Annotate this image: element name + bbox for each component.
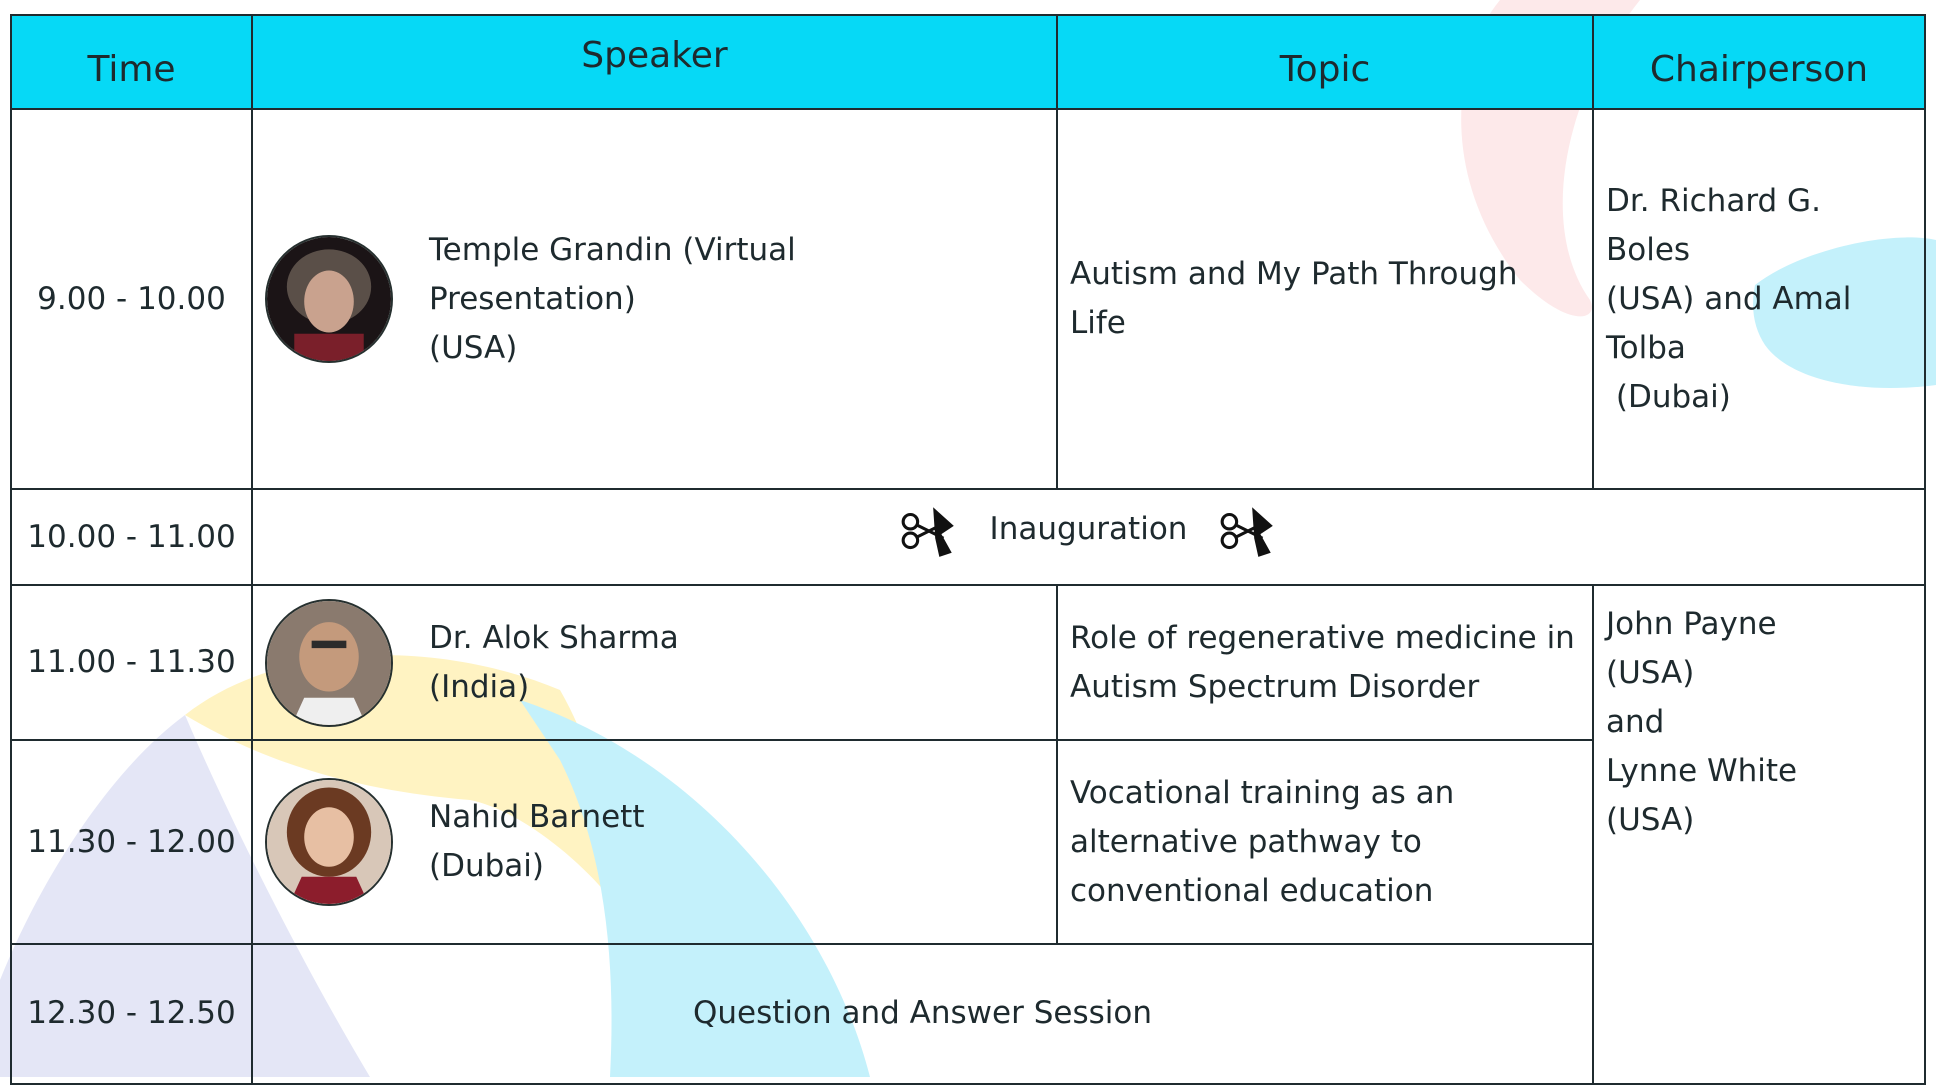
chair-line: (Dubai) — [1606, 378, 1731, 415]
time-cell: 10.00 - 11.00 — [10, 488, 253, 586]
table-row: 11.30 - 12.00 Nahid Barnett (Dubai) — [10, 739, 1925, 945]
header-row: Time Speaker Topic Chairperson — [10, 14, 1926, 110]
ribbon-cutting-scissors-icon — [1217, 499, 1279, 561]
chair-line: (USA) — [1606, 802, 1695, 838]
qa-session-cell: Question and Answer Session — [251, 943, 1594, 1085]
ribbon-cutting-scissors-icon — [898, 499, 960, 561]
speaker-avatar — [265, 598, 393, 727]
chairperson-cell: Dr. Richard G. Boles (USA) and Amal Tolb… — [1592, 108, 1926, 490]
speaker-cell: Dr. Alok Sharma (India) — [251, 584, 1058, 741]
speaker-name-line: Nahid Barnett — [429, 799, 645, 835]
speaker-cell: Nahid Barnett (Dubai) — [251, 739, 1058, 945]
table-row: 12.30 - 12.50 Question and Answer Sessio… — [10, 943, 1925, 1085]
time-cell: 12.30 - 12.50 — [10, 943, 253, 1085]
table-row: 11.00 - 11.30 Dr. Alok Sharma (India) — [10, 584, 1926, 1085]
chair-line: and — [1606, 704, 1665, 740]
topic-cell: Role of regenerative medicine in Autism … — [1056, 584, 1594, 741]
speaker-country: (India) — [429, 668, 530, 705]
chair-line: Boles — [1606, 231, 1691, 268]
inauguration-label: Inauguration — [989, 511, 1188, 547]
table-row: 9.00 - 10.00 Temple Grandin (Virtual Pre… — [10, 108, 1926, 490]
chairperson-cell: John Payne (USA) and Lynne White (USA) — [1592, 584, 1926, 1085]
speaker-country: (Dubai) — [429, 848, 544, 884]
speaker-name-line: Temple Grandin (Virtual — [429, 231, 796, 268]
time-cell: 11.30 - 12.00 — [10, 739, 253, 945]
topic-cell: Autism and My Path Through Life — [1056, 108, 1594, 490]
time-cell: 11.00 - 11.30 — [10, 584, 253, 741]
speaker-name-line: Presentation) — [429, 280, 636, 317]
topic-cell: Vocational training as an alternative pa… — [1056, 739, 1594, 945]
table-row: 10.00 - 11.00 Inauguration — [10, 488, 1926, 586]
header-topic: Topic — [1056, 14, 1594, 110]
speaker-avatar — [265, 778, 393, 906]
chair-line: Tolba — [1606, 329, 1686, 366]
chair-line: John Payne — [1606, 606, 1777, 642]
speaker-country: (USA) — [429, 329, 518, 366]
chair-line: (USA) — [1606, 655, 1695, 691]
speaker-cell: Temple Grandin (Virtual Presentation) (U… — [251, 108, 1058, 490]
header-time: Time — [10, 14, 253, 110]
speaker-avatar — [265, 235, 393, 363]
inauguration-cell: Inauguration — [251, 488, 1926, 586]
chair-line: Lynne White — [1606, 753, 1798, 789]
schedule-table: Time Speaker Topic Chairperson 9.00 - 10… — [10, 14, 1926, 1085]
speaker-name-line: Dr. Alok Sharma — [429, 619, 679, 656]
chair-line: Dr. Richard G. — [1606, 182, 1821, 219]
header-speaker: Speaker — [251, 14, 1058, 110]
chair-line: (USA) and Amal — [1606, 280, 1852, 317]
time-cell: 9.00 - 10.00 — [10, 108, 253, 490]
header-chairperson: Chairperson — [1592, 14, 1926, 110]
